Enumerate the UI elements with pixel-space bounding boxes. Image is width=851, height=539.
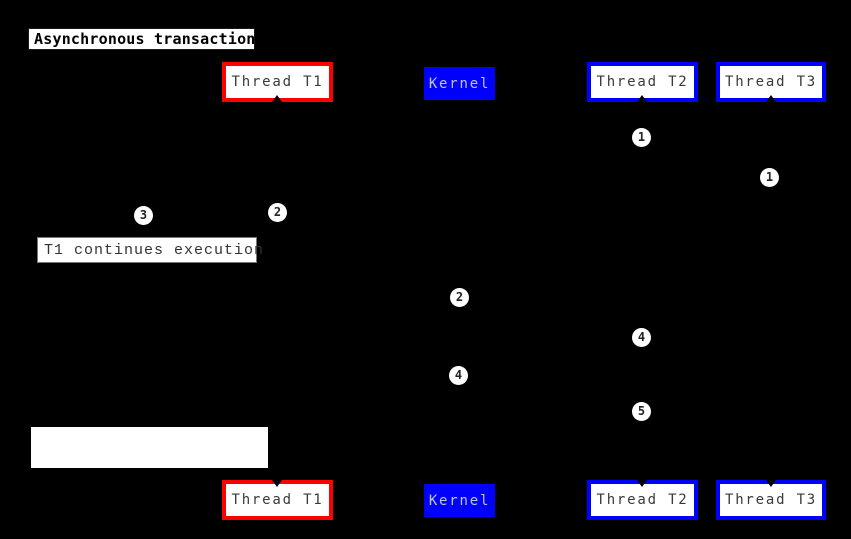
sequence-badge-4-t2: 4	[632, 328, 651, 347]
sequence-badge-2-kernel: 2	[450, 288, 469, 307]
sequence-badge-2-t1: 2	[268, 203, 287, 222]
arrowhead-icon	[637, 95, 647, 102]
arrowhead-icon	[272, 480, 282, 487]
participant-kernel-bottom: Kernel	[424, 484, 495, 517]
arrowhead-icon	[766, 95, 776, 102]
participant-kernel-top: Kernel	[424, 67, 495, 100]
arrowhead-icon	[766, 480, 776, 487]
sequence-badge-4-kernel: 4	[449, 366, 468, 385]
diagram-title: Asynchronous transaction	[28, 28, 255, 50]
sequence-badge-3: 3	[134, 206, 153, 225]
arrowhead-icon	[272, 95, 282, 102]
sequence-badge-1-t2: 1	[632, 128, 651, 147]
empty-note-box	[31, 427, 268, 468]
arrowhead-icon	[637, 480, 647, 487]
sequence-badge-1-t3: 1	[760, 168, 779, 187]
note-t1-continues-execution: T1 continues execution	[37, 237, 263, 263]
sequence-badge-5-t2: 5	[632, 402, 651, 421]
